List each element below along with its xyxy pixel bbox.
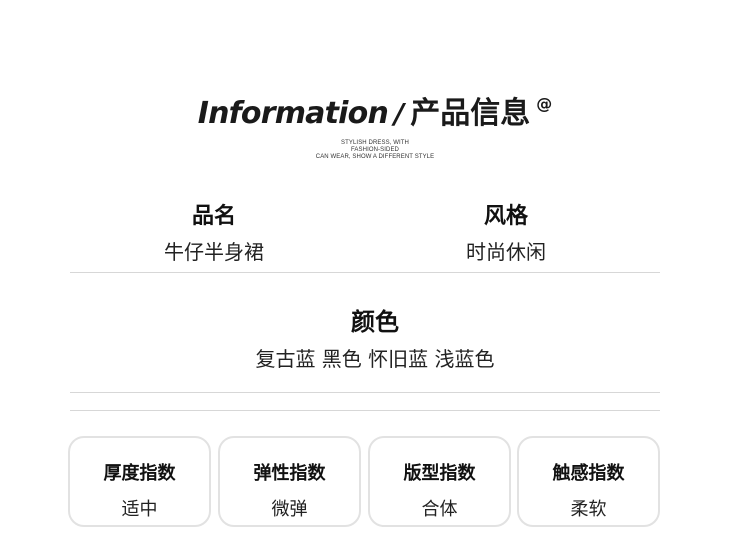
product-name-value: 牛仔半身裙 [164,240,264,264]
elasticity-value: 微弹 [271,499,308,520]
elasticity-label: 弹性指数 [253,463,326,484]
tagline-line-1: STYLISH DRESS, WITH [341,140,409,146]
title-chinese: 产品信息 [410,96,531,131]
card-label: 版型指数 [395,459,484,485]
field-product-name: 品名 牛仔半身裙 [114,198,314,265]
thickness-label: 厚度指数 [103,463,176,484]
divider [70,392,660,393]
style-label: 风格 [483,204,528,229]
tagline-line-3: CAN WEAR, SHOW A DIFFERENT STYLE [315,154,435,160]
card-label: 触感指数 [544,459,633,485]
color-value: 复古蓝 黑色 怀旧蓝 浅蓝色 [255,347,495,371]
index-card-touch: 触感指数 柔软 [517,436,660,527]
field-label: 风格 [467,198,544,230]
field-label: 品名 [175,198,252,230]
touch-label: 触感指数 [552,463,625,484]
divider [70,272,660,273]
section-title: Information / 产品信息 @ [198,88,553,132]
title-mark: @ [536,94,553,113]
product-name-label: 品名 [191,204,236,229]
index-card-elasticity: 弹性指数 微弹 [218,436,361,527]
divider [70,410,660,411]
tagline-line-2: FASHION-SIDED [351,147,399,153]
thickness-value: 适中 [121,499,158,520]
fit-label: 版型指数 [403,463,476,484]
card-label: 弹性指数 [245,459,334,485]
title-english: Information [197,96,389,131]
field-color: 颜色 复古蓝 黑色 怀旧蓝 浅蓝色 [185,302,565,372]
title-slash: / [394,97,405,130]
fit-value: 合体 [421,499,458,520]
style-value: 时尚休闲 [466,240,546,264]
card-label: 厚度指数 [95,459,184,485]
color-label: 颜色 [351,308,399,336]
touch-value: 柔软 [570,499,607,520]
field-label: 颜色 [335,302,415,337]
index-card-thickness: 厚度指数 适中 [68,436,211,527]
index-card-fit: 版型指数 合体 [368,436,511,527]
tagline: STYLISH DRESS, WITH FASHION-SIDED CAN WE… [0,140,750,161]
section-header: Information / 产品信息 @ [0,88,750,132]
field-style: 风格 时尚休闲 [406,198,606,265]
